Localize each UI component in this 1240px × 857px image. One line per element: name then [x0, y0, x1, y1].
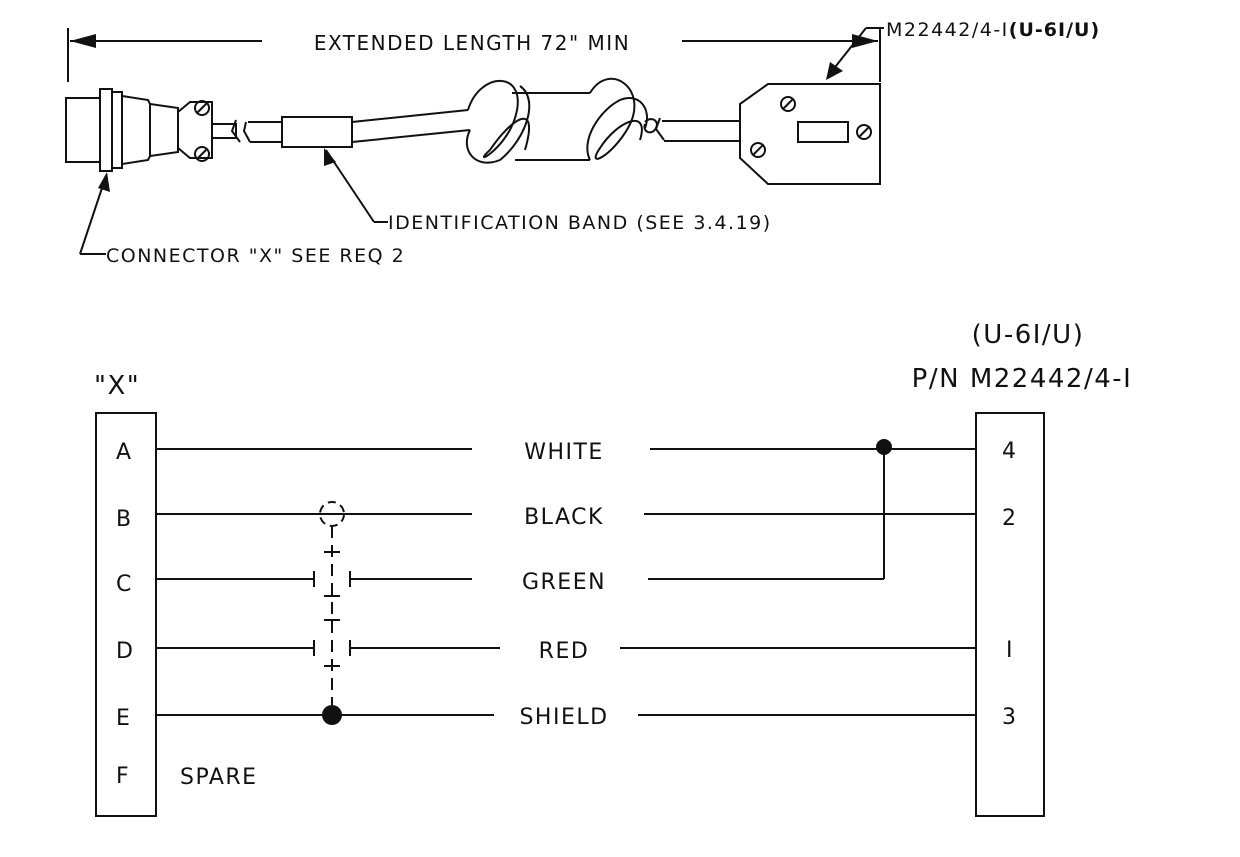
wire-label: SHIELD — [519, 705, 608, 730]
id-band-label: IDENTIFICATION BAND (SEE 3.4.19) — [388, 212, 772, 234]
right-connector-block — [975, 412, 1045, 817]
right-connector-label-line2: P/N M22442/4-I — [912, 364, 1133, 394]
wire-label: GREEN — [522, 570, 606, 595]
connector-x-body — [65, 88, 241, 172]
pin-label: B — [116, 507, 133, 532]
shield-junction-dot — [322, 705, 342, 725]
spare-label: SPARE — [180, 765, 258, 790]
part-number-callout: M22442/4-I(U-6I/U) — [826, 19, 1100, 80]
left-connector-block — [95, 412, 157, 817]
length-label: EXTENDED LENGTH 72" MIN — [314, 31, 630, 55]
dest-pin-label: 4 — [1002, 439, 1018, 464]
wire-label: RED — [539, 639, 590, 664]
pin-label: A — [116, 440, 133, 465]
pin-label: C — [116, 572, 133, 597]
dest-pin-label: 2 — [1002, 506, 1018, 531]
connector-x-label: CONNECTOR "X" SEE REQ 2 — [106, 245, 405, 267]
part-number-suffix: (U-6I/U) — [1009, 19, 1100, 41]
part-number-prefix: M22442/4-I — [886, 19, 1009, 41]
wire-label: WHITE — [524, 440, 604, 465]
id-band-callout: IDENTIFICATION BAND (SEE 3.4.19) — [324, 148, 772, 234]
right-connector-label-line1: (U-6I/U) — [972, 320, 1085, 350]
cable-assembly-illustration: EXTENDED LENGTH 72" MIN — [65, 19, 1100, 267]
length-dimension: EXTENDED LENGTH 72" MIN — [67, 28, 881, 82]
wire-label: BLACK — [524, 505, 604, 530]
coiled-cable — [242, 77, 740, 164]
pin-label: E — [116, 706, 131, 731]
identification-band — [281, 116, 353, 148]
u61-plug-body — [739, 83, 881, 185]
svg-text:M22442/4-I(U-6I/U): M22442/4-I(U-6I/U) — [886, 19, 1100, 41]
left-connector-label: "X" — [94, 371, 140, 401]
junction-dot — [876, 439, 892, 455]
connector-x-callout: CONNECTOR "X" SEE REQ 2 — [79, 172, 405, 267]
dest-pin-label: I — [1006, 638, 1014, 663]
dest-pin-label: 3 — [1002, 705, 1018, 730]
shield-bundle — [313, 501, 351, 725]
pin-label: F — [116, 764, 130, 789]
wiring-schematic: "X" (U-6I/U) P/N M22442/4-I A B C D E F … — [94, 320, 1133, 817]
pin-label: D — [116, 639, 134, 664]
